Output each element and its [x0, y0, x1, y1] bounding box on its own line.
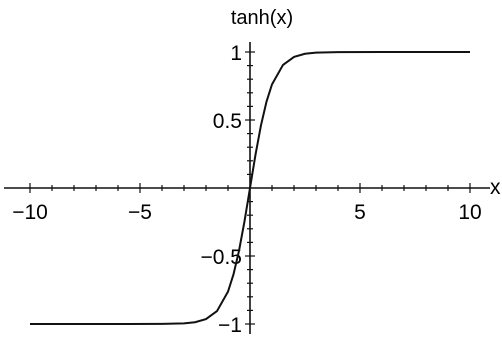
x-tick-label: 5 [354, 201, 366, 224]
y-tick-label: −0.5 [201, 246, 242, 269]
x-tick-label: 10 [458, 201, 481, 224]
chart-title: tanh(x) [231, 7, 293, 29]
y-tick-label: 0.5 [213, 110, 242, 133]
tanh-series-line [30, 51, 470, 325]
y-tick-label: −1 [218, 314, 242, 337]
x-axis-label: x [490, 176, 501, 199]
minor-ticks [29, 51, 471, 325]
axes [4, 42, 490, 334]
x-tick-label: −5 [128, 201, 152, 224]
y-tick-label: 1 [230, 42, 242, 65]
y-tick-labels: 1 0.5 −0.5 −1 [201, 42, 242, 337]
x-tick-labels: −10 −5 5 10 [12, 201, 481, 224]
x-tick-label: −10 [12, 201, 48, 224]
